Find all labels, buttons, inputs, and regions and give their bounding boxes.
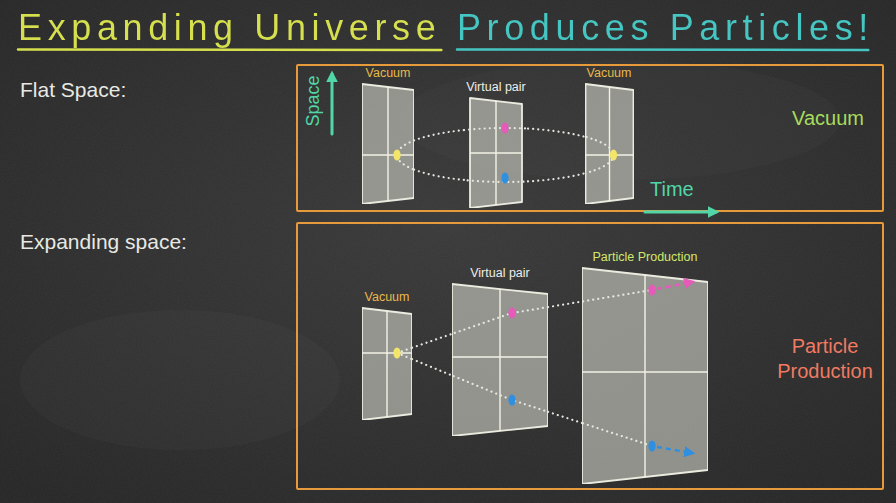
grid-line (585, 154, 633, 155)
plane-outline (464, 80, 528, 208)
space-plane (362, 308, 412, 420)
time-axis-arrow (645, 211, 716, 214)
plane-outline (362, 290, 412, 420)
plane-node: Vacuum (585, 66, 634, 204)
plane-label: Vacuum (362, 66, 414, 81)
plane-node: Virtual pair (464, 80, 528, 208)
dotted-connector (414, 130, 464, 140)
dotted-connector (412, 334, 452, 348)
dotted-path (582, 290, 652, 353)
dotted-connector (528, 129, 585, 137)
plane-label: Vacuum (362, 290, 412, 305)
dotted-connector (414, 170, 464, 180)
plane-label: Vacuum (585, 66, 634, 81)
dotted-path (397, 353, 412, 420)
axis-label: Expanding space: (20, 230, 187, 254)
chalk-smudge (20, 310, 340, 450)
plane-outline (362, 66, 414, 204)
axis-label: Time (650, 178, 694, 201)
grid-line (644, 275, 645, 477)
label-wrap: Flat Space: (20, 78, 126, 102)
plane-node: Particle Production (582, 250, 708, 484)
dotted-path (452, 290, 548, 353)
dotted-path (582, 353, 652, 446)
dotted-connector (528, 173, 585, 181)
region-panel: VacuumVirtual pairVacuumVacuum (296, 64, 884, 212)
plane-node: Virtual pair (452, 266, 548, 436)
dotted-path (452, 353, 548, 436)
grid-line (582, 371, 708, 372)
grid-line (499, 289, 500, 431)
plane-outline (582, 250, 708, 484)
grid-line (470, 152, 522, 153)
label-wrap: Expanding space: (20, 230, 187, 254)
space-axis-arrow (331, 74, 334, 134)
grid-line (362, 154, 414, 155)
panel-note: Vacuum (786, 106, 870, 131)
axis-label: Space (303, 75, 324, 126)
space-plane (470, 98, 522, 208)
particle-dot (501, 122, 508, 133)
grid-line (452, 356, 548, 357)
particle-motion-arrow (657, 282, 692, 289)
plane-outline (585, 66, 634, 204)
space-plane (585, 84, 633, 204)
particle-dot (508, 394, 515, 405)
panel-note: Particle Production (772, 334, 878, 384)
particle-dot (501, 172, 508, 183)
title-underline (457, 48, 868, 51)
particle-motion-arrow (657, 447, 692, 453)
title-underline (18, 48, 441, 51)
particle-dot (648, 284, 655, 295)
title-wrap: Expanding Universe Produces Particles! (18, 7, 874, 48)
plane-outline (452, 266, 548, 436)
plane-label: Virtual pair (452, 266, 548, 281)
particle-dot (648, 440, 655, 451)
particle-dot (393, 149, 400, 160)
dotted-path (585, 128, 614, 182)
particle-dot (609, 149, 616, 160)
panel-text-wrap: Vacuum (786, 106, 870, 131)
grid-line (387, 87, 388, 201)
plane-node: Vacuum (362, 66, 414, 204)
plane-label: Particle Production (582, 250, 708, 265)
dotted-connector (548, 302, 582, 308)
title-underlines (18, 49, 868, 51)
space-plane (582, 268, 708, 484)
panel-text-wrap: Particle Production (772, 334, 878, 384)
axis-label: Flat Space: (20, 78, 126, 102)
dotted-path (464, 128, 528, 182)
space-plane (362, 84, 414, 204)
grid-line (362, 352, 412, 353)
region-panel: VacuumVirtual pairParticle ProductionPar… (296, 222, 884, 490)
dotted-connector (548, 412, 582, 423)
particle-dot (508, 307, 515, 318)
label-wrap: Space (303, 75, 324, 126)
dotted-connector (412, 359, 452, 375)
label-wrap: Time (650, 178, 694, 201)
space-plane (452, 284, 548, 436)
grid-line (608, 87, 609, 201)
grid-line (386, 311, 387, 417)
particle-dot (393, 347, 400, 358)
diagram-title: Expanding Universe Produces Particles! (18, 7, 874, 48)
plane-node: Vacuum (362, 290, 412, 420)
plane-label: Virtual pair (464, 80, 528, 95)
